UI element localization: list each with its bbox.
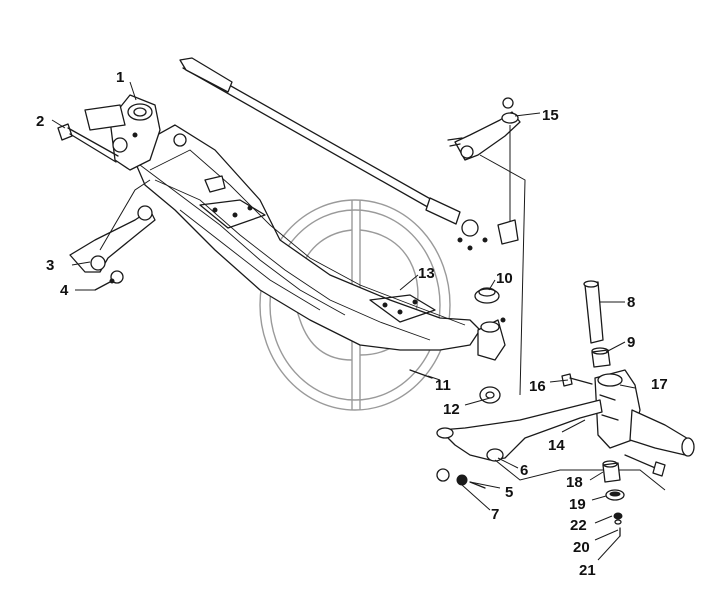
callout-3: 3 [46, 257, 54, 274]
callout-2: 2 [36, 113, 44, 130]
left-knuckle [84, 94, 161, 171]
pin-11 [409, 369, 433, 379]
callout-17: 17 [651, 376, 668, 393]
tie-rod [179, 57, 479, 237]
callout-19: 19 [569, 496, 586, 513]
king-pin-8 [583, 280, 604, 344]
callout-9: 9 [627, 334, 635, 351]
callout-6: 6 [520, 462, 528, 479]
bushing-12 [479, 386, 501, 404]
fasteners-20-22 [613, 512, 623, 537]
callout-8: 8 [627, 294, 635, 311]
axle-beam [129, 124, 481, 351]
leader-lines [51, 81, 636, 561]
seal-19 [605, 489, 625, 501]
steering-arm-3 [69, 179, 156, 284]
callout-15: 15 [542, 107, 559, 124]
callout-20: 20 [573, 539, 590, 556]
callout-5: 5 [505, 484, 513, 501]
callout-16: 16 [529, 378, 546, 395]
callout-13: 13 [418, 265, 435, 282]
callout-21: 21 [579, 562, 596, 579]
callout-1: 1 [116, 69, 124, 86]
pin-4 [94, 278, 115, 291]
callout-11: 11 [435, 377, 451, 394]
lower-bushing-18 [602, 460, 621, 483]
callout-12: 12 [443, 401, 460, 418]
callout-4: 4 [60, 282, 69, 299]
bolt-2 [57, 123, 119, 163]
callout-10: 10 [496, 270, 513, 287]
bolt-16 [561, 373, 593, 387]
callout-18: 18 [566, 474, 583, 491]
callout-22: 22 [570, 517, 587, 534]
steering-arm-right [477, 319, 506, 361]
callout-7: 7 [491, 506, 499, 523]
kingpin-bearing-10 [474, 287, 506, 323]
nuts-5-7 [436, 468, 486, 489]
knuckle-bolt [624, 454, 666, 477]
callout-14: 14 [548, 437, 565, 454]
lower-steering-arm [436, 399, 666, 491]
steering-arm-15 [447, 97, 526, 396]
steering-knuckle-17 [594, 369, 695, 457]
callout-labels: 1 2 3 4 5 6 7 8 9 10 11 12 13 14 15 16 1… [36, 69, 668, 579]
